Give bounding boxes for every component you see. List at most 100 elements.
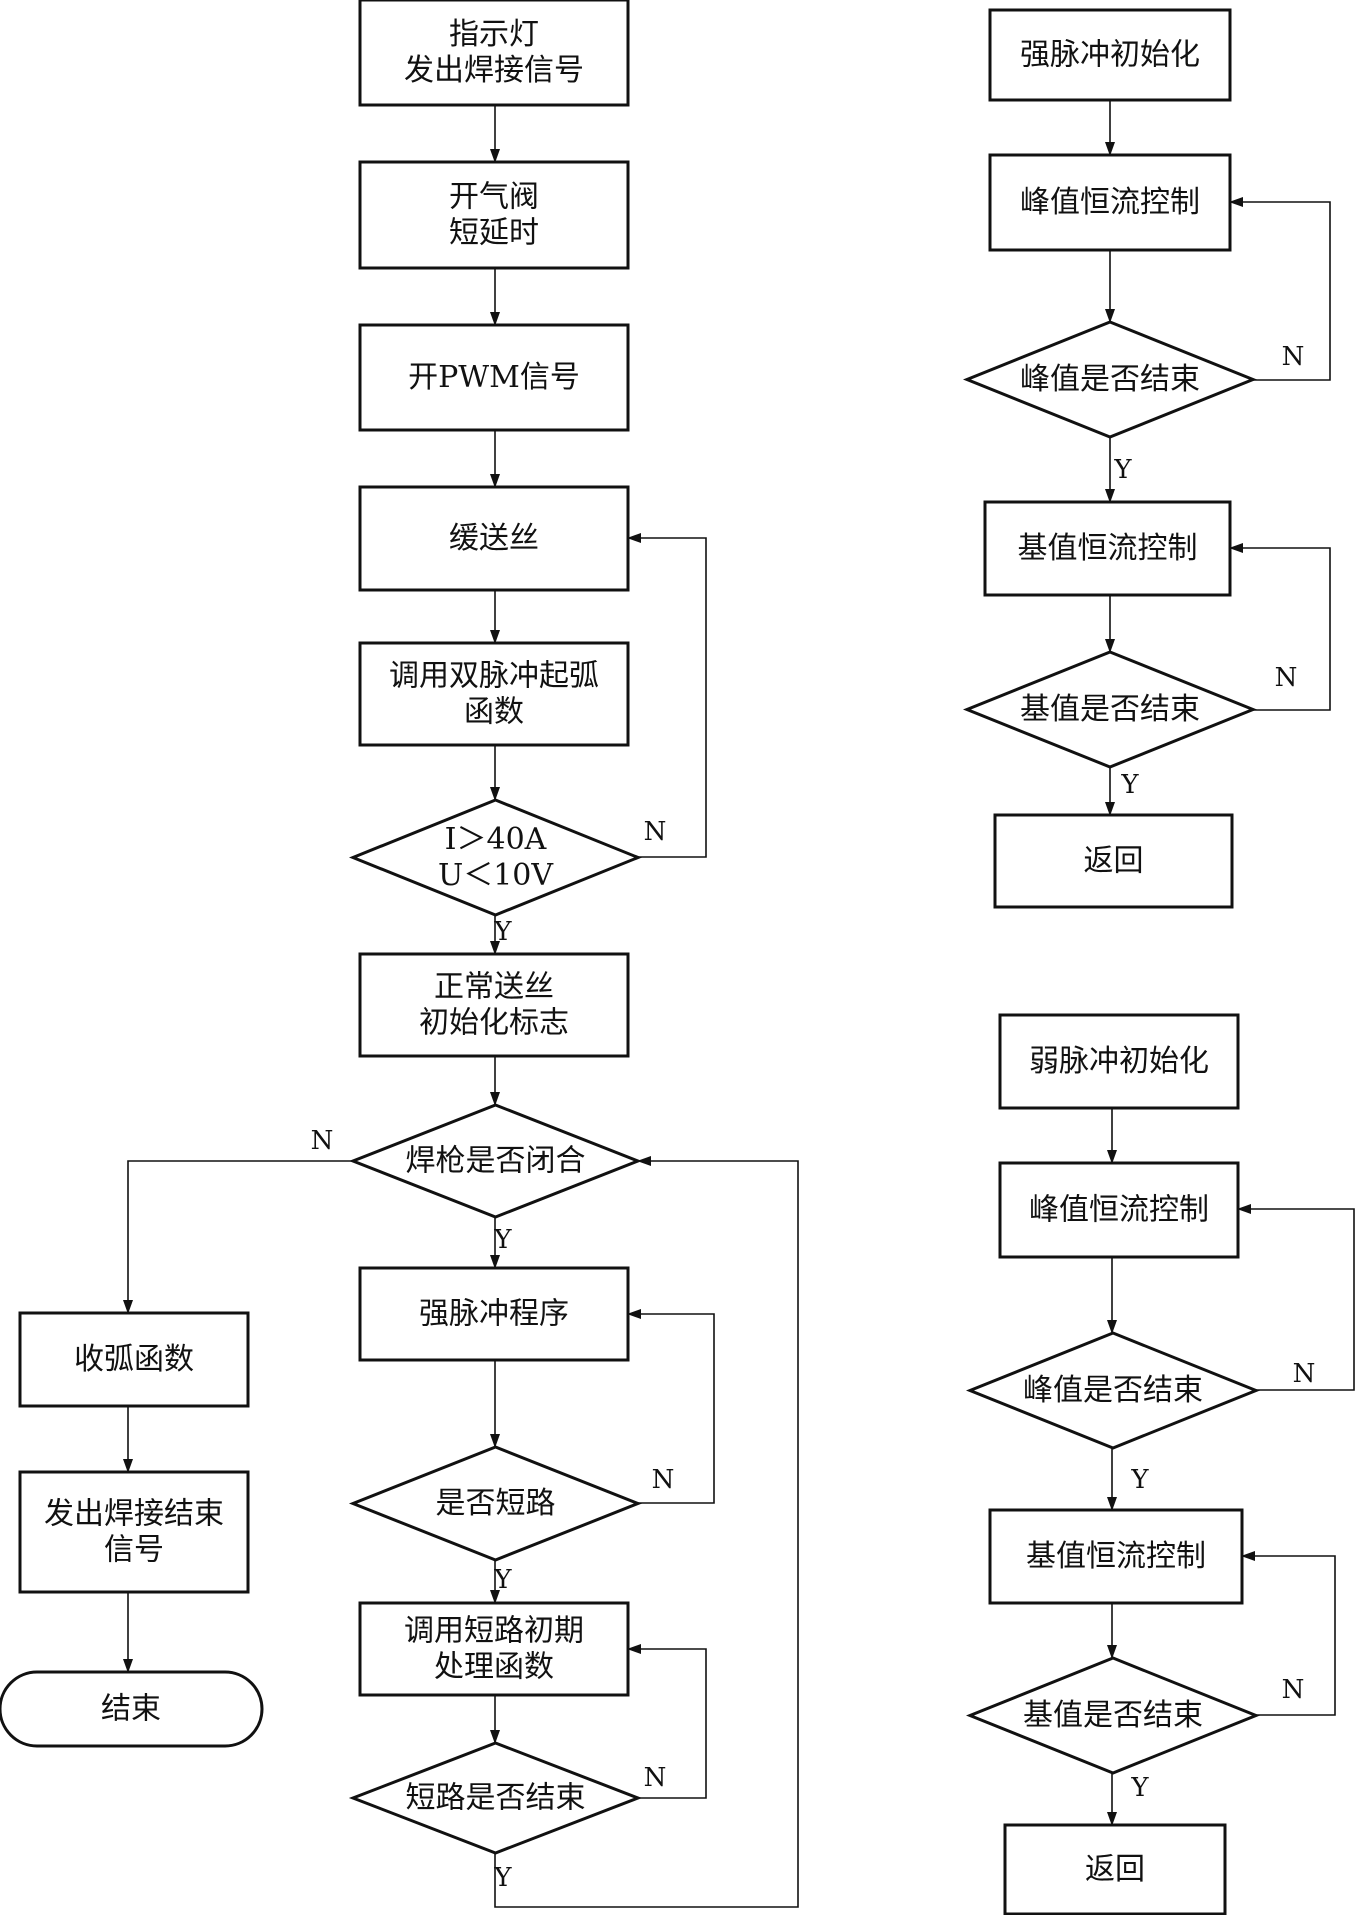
node-label: 指示灯 [449, 17, 539, 52]
flow-connectors [123, 100, 1355, 1908]
node-label: 短路是否结束 [406, 1781, 586, 1816]
node-label: 强脉冲程序 [419, 1297, 569, 1332]
terminal-shape [0, 1670, 264, 1748]
node-label: 峰值恒流控制 [1029, 1193, 1209, 1228]
node-weak-return: 返回 [1003, 1823, 1227, 1915]
edge-label-yes: Y [493, 1565, 512, 1595]
node-label: 收弧函数 [74, 1342, 194, 1377]
node-open-pwm: 开PWM信号 [358, 323, 630, 432]
node-label: 峰值恒流控制 [1020, 185, 1200, 220]
process-box [358, 641, 630, 747]
decision-strong-peak-end: 峰值是否结束 [962, 320, 1258, 439]
edge-label-no: N [652, 1465, 675, 1495]
process-box [358, 1601, 630, 1697]
node-end: 结束 [0, 1670, 264, 1748]
flow-arrow [1237, 1204, 1355, 1391]
node-label: 处理函数 [434, 1650, 554, 1685]
node-slow-wire-feed: 缓送丝 [358, 485, 630, 592]
node-label: 返回 [1084, 844, 1144, 879]
node-label: 基值恒流控制 [1018, 531, 1198, 566]
edge-label-yes: Y [1120, 770, 1139, 800]
node-label: 基值是否结束 [1023, 1698, 1203, 1733]
node-weak-base-control: 基值恒流控制 [988, 1508, 1244, 1605]
process-box [18, 1311, 250, 1408]
process-box [358, 485, 630, 592]
decision-short-circuit: 是否短路 [348, 1445, 643, 1562]
process-box [358, 952, 630, 1058]
node-label: 发出焊接信号 [404, 53, 584, 88]
decision-diamond [965, 1656, 1261, 1775]
decision-diamond [965, 1331, 1261, 1450]
node-label: 强脉冲初始化 [1020, 38, 1200, 73]
decision-diamond [348, 1741, 643, 1855]
node-label: 焊枪是否闭合 [406, 1144, 586, 1179]
edge-label-no: N [311, 1126, 334, 1156]
process-box [998, 1013, 1240, 1110]
node-label: 弱脉冲初始化 [1029, 1044, 1209, 1079]
node-label: 基值恒流控制 [1026, 1539, 1206, 1574]
decision-diamond [348, 1445, 643, 1562]
edge-label-no: N [1275, 663, 1298, 693]
node-label: 短延时 [449, 216, 539, 251]
flow-arrow [1229, 197, 1331, 381]
node-label: U＜10V [438, 858, 554, 893]
decision-torch-closed: 焊枪是否闭合 [348, 1103, 643, 1219]
decision-diamond [348, 798, 643, 917]
edge-label-no: N [644, 1763, 667, 1793]
node-strong-peak-control: 峰值恒流控制 [988, 153, 1232, 252]
decision-strong-base-end: 基值是否结束 [962, 650, 1258, 769]
node-strong-pulse-program: 强脉冲程序 [358, 1266, 630, 1362]
node-label: 调用双脉冲起弧 [389, 659, 599, 694]
edge-label-no: N [644, 817, 667, 847]
process-box [988, 8, 1232, 102]
node-strong-return: 返回 [993, 813, 1234, 909]
node-label: 基值是否结束 [1020, 692, 1200, 727]
process-box [1003, 1823, 1227, 1915]
edge-label-no: N [1293, 1359, 1316, 1389]
decision-diamond [348, 1103, 643, 1219]
node-label: 缓送丝 [449, 521, 539, 556]
flow-arrow [627, 533, 707, 858]
edge-label-no: N [1282, 342, 1305, 372]
process-box [998, 1161, 1240, 1259]
process-box [18, 1470, 250, 1594]
node-label: 结束 [101, 1692, 161, 1727]
flow-arrow [627, 1644, 707, 1799]
edge-label-yes: Y [1130, 1773, 1149, 1803]
node-label: 调用短路初期 [404, 1614, 584, 1649]
process-box [358, 1266, 630, 1362]
process-box [358, 0, 630, 107]
flow-arrow [1229, 543, 1331, 711]
edge-label-yes: Y [1113, 455, 1132, 485]
process-box [983, 500, 1232, 597]
node-arc-close-function: 收弧函数 [18, 1311, 250, 1408]
node-label: 峰值是否结束 [1023, 1373, 1203, 1408]
node-strong-pulse-init: 强脉冲初始化 [988, 8, 1232, 102]
flow-arrow [123, 1160, 353, 1314]
node-label: 是否短路 [436, 1486, 556, 1521]
flow-arrow [627, 1309, 715, 1504]
node-weak-peak-control: 峰值恒流控制 [998, 1161, 1240, 1259]
node-strong-base-control: 基值恒流控制 [983, 500, 1232, 597]
flow-nodes: 指示灯发出焊接信号开气阀短延时开PWM信号缓送丝调用双脉冲起弧函数I＞40AU＜… [0, 0, 1261, 1915]
node-label: 正常送丝 [434, 970, 554, 1005]
node-label: I＞40A [445, 822, 547, 857]
edge-label-yes: Y [493, 1863, 512, 1893]
node-label: 信号 [104, 1533, 164, 1568]
node-label: 函数 [464, 695, 524, 730]
flow-arrow [494, 1156, 799, 1908]
node-weak-pulse-init: 弱脉冲初始化 [998, 1013, 1240, 1110]
decision-weak-base-end: 基值是否结束 [965, 1656, 1261, 1775]
process-box [988, 1508, 1244, 1605]
node-label: 初始化标志 [419, 1006, 569, 1041]
edge-label-yes: Y [1130, 1465, 1149, 1495]
